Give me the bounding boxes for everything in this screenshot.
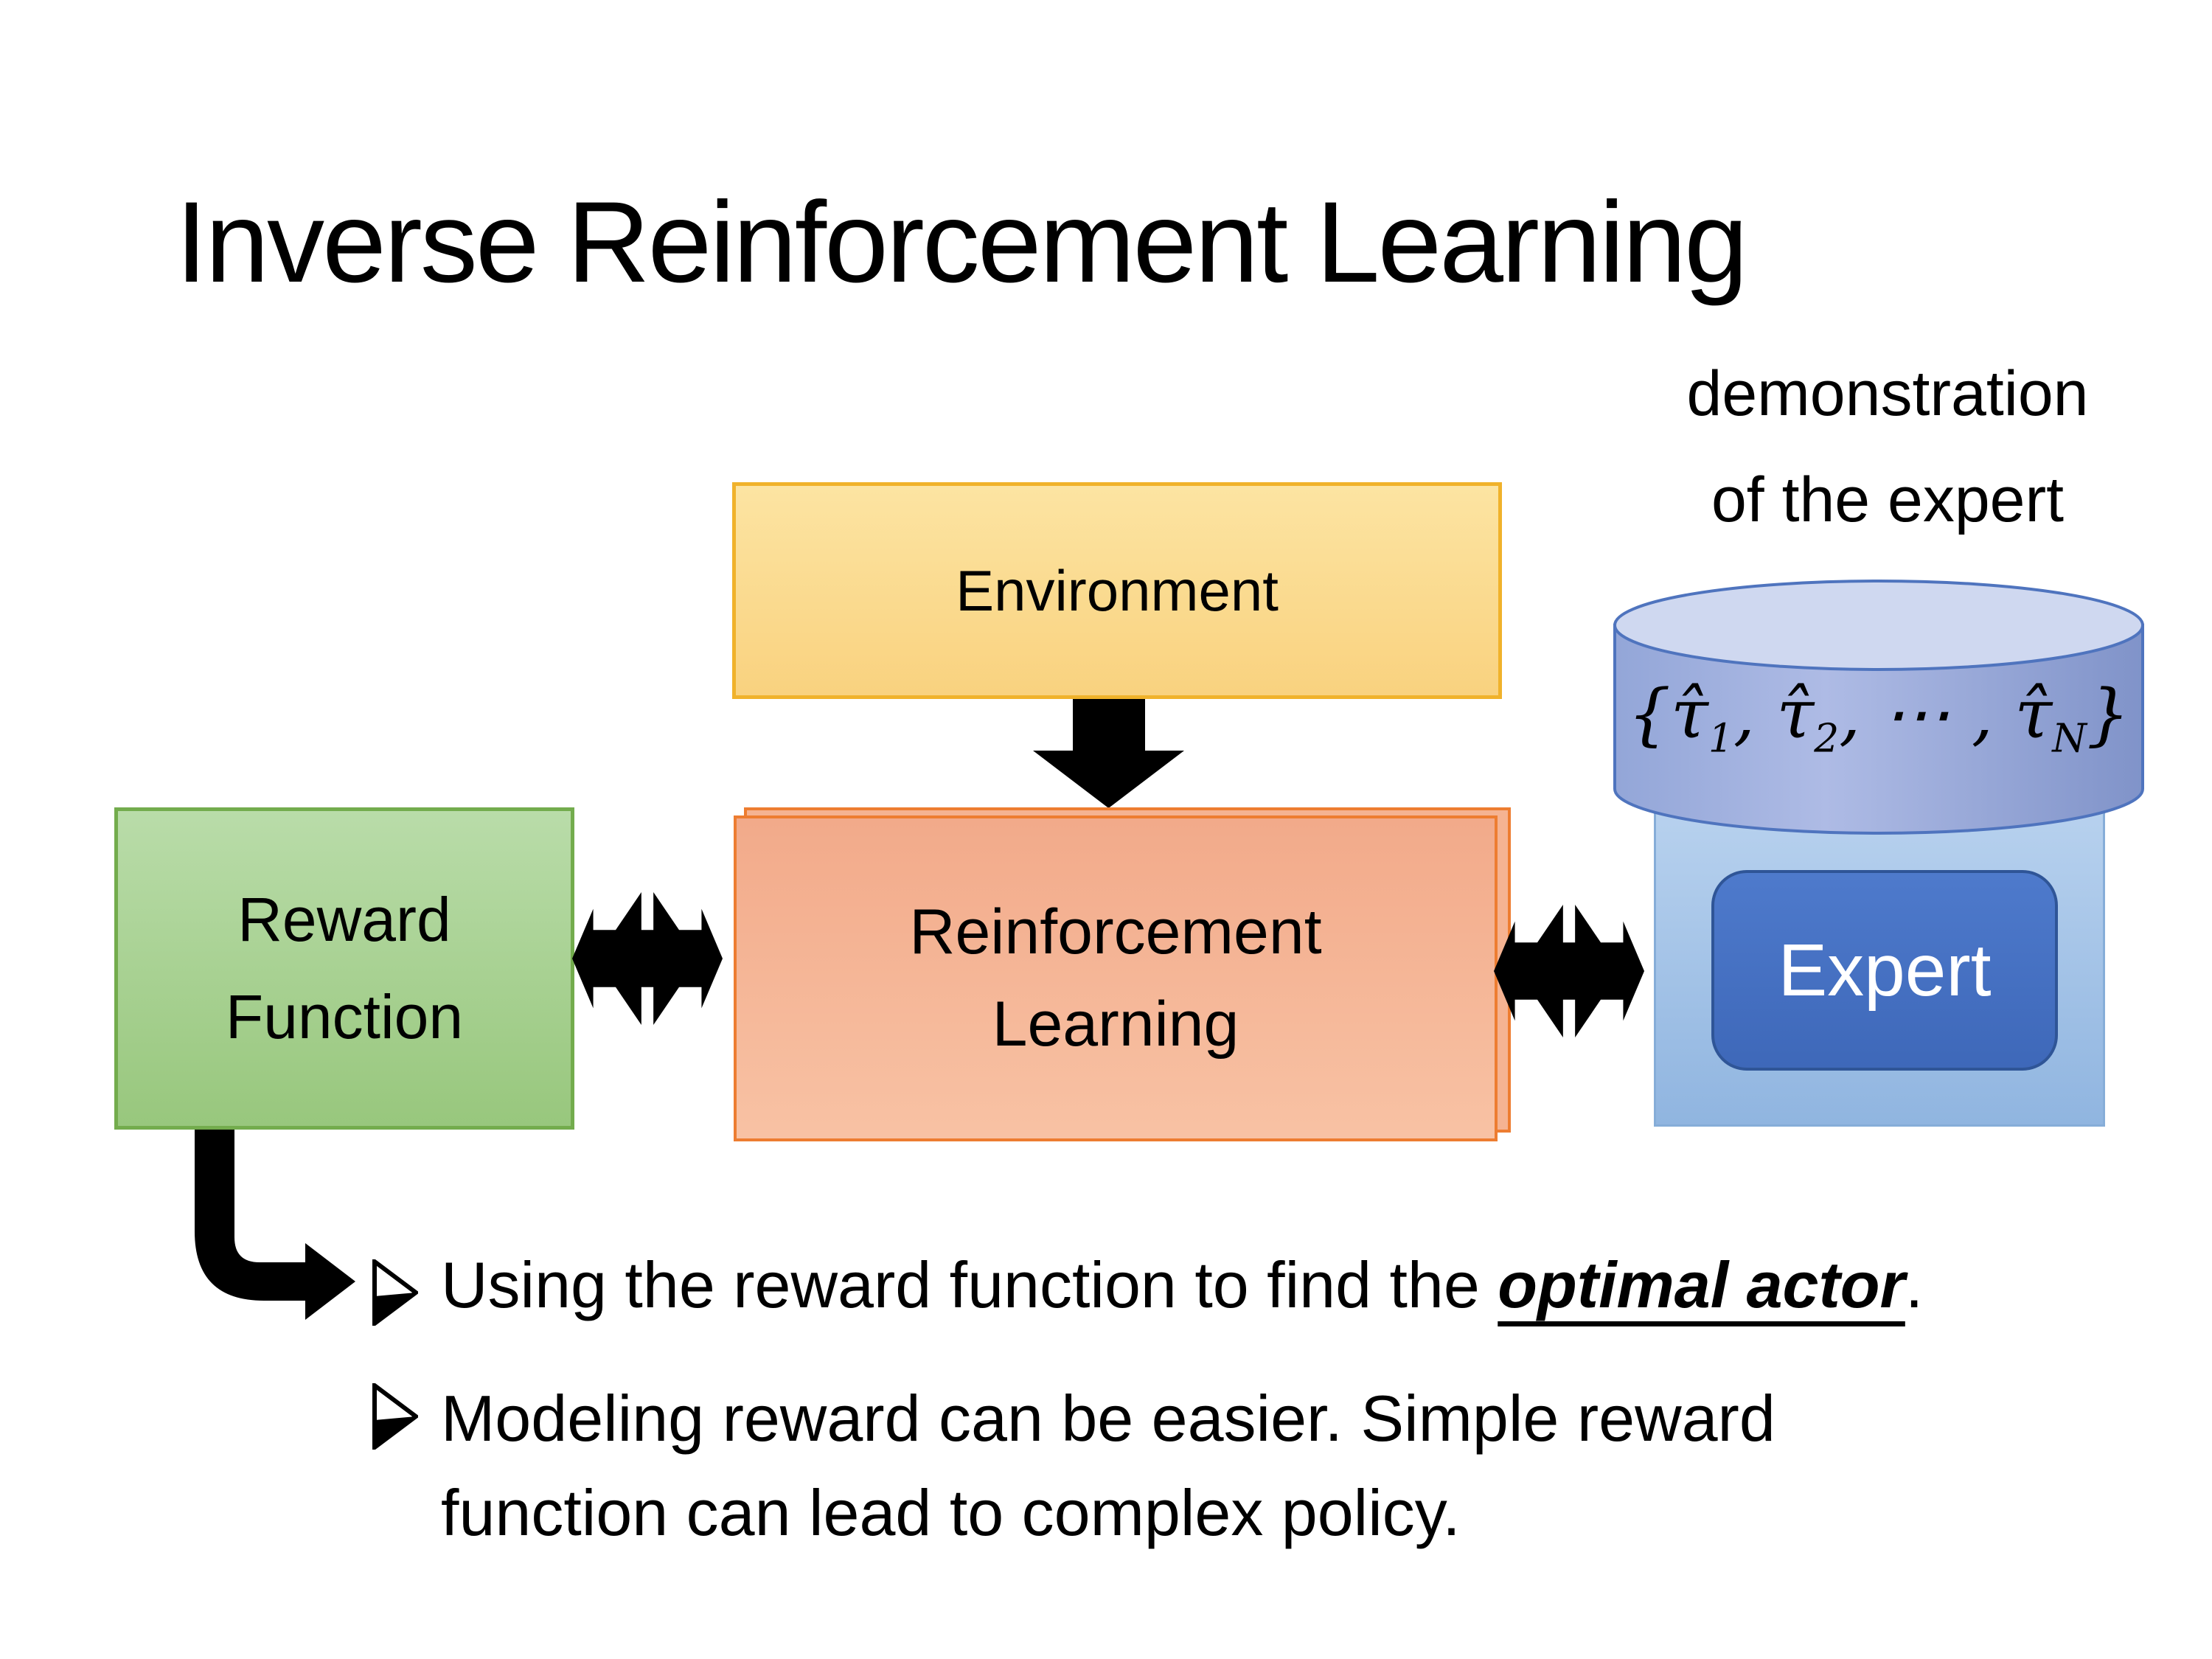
math-subscript: 2: [1814, 714, 1840, 762]
environment-label: Environment: [956, 557, 1279, 623]
bullet-item: Using the reward function to find the op…: [441, 1248, 2152, 1323]
math-part: , τ̂: [1733, 675, 1815, 754]
database-cylinder-icon: [1613, 580, 2144, 835]
down-arrow-icon: [1033, 699, 1184, 808]
math-part: , ⋯ , τ̂: [1839, 675, 2053, 754]
bullet-item: Modeling reward can be easier. Simple re…: [441, 1382, 1775, 1549]
bent-arrow-icon: [195, 1130, 355, 1320]
double-arrow-icon: [1494, 896, 1644, 1046]
math-subscript: 1: [1708, 714, 1733, 762]
expert-label: Expert: [1778, 928, 1992, 1012]
reward-function-label: Reward Function: [225, 885, 464, 1051]
bullet1-post: .: [1905, 1248, 1924, 1321]
double-arrow-icon: [572, 883, 723, 1034]
math-part: {τ̂: [1627, 675, 1708, 754]
bullet-arrowhead-icon: [372, 1259, 418, 1326]
bullet1-emphasis: optimal actor: [1498, 1248, 1905, 1321]
math-part: }: [2087, 675, 2130, 754]
reinforcement-learning-label: Reinforcement Learning: [909, 897, 1322, 1060]
slide-title: Inverse Reinforcement Learning: [175, 178, 1748, 307]
expert-box: Expert: [1711, 870, 2058, 1071]
bullet1-pre: Using the reward function to find the: [441, 1248, 1498, 1321]
bullet-arrowhead-icon: [372, 1383, 418, 1450]
environment-box: Environment: [732, 482, 1502, 699]
reward-function-box: Reward Function: [114, 807, 574, 1130]
math-subscript: N: [2052, 714, 2087, 762]
demonstration-caption: demonstration of the expert: [1686, 358, 2089, 536]
reinforcement-learning-box: Reinforcement Learning: [734, 815, 1498, 1141]
trajectory-set-label: {τ̂1, τ̂2, ⋯ , τ̂N}: [1615, 675, 2143, 761]
